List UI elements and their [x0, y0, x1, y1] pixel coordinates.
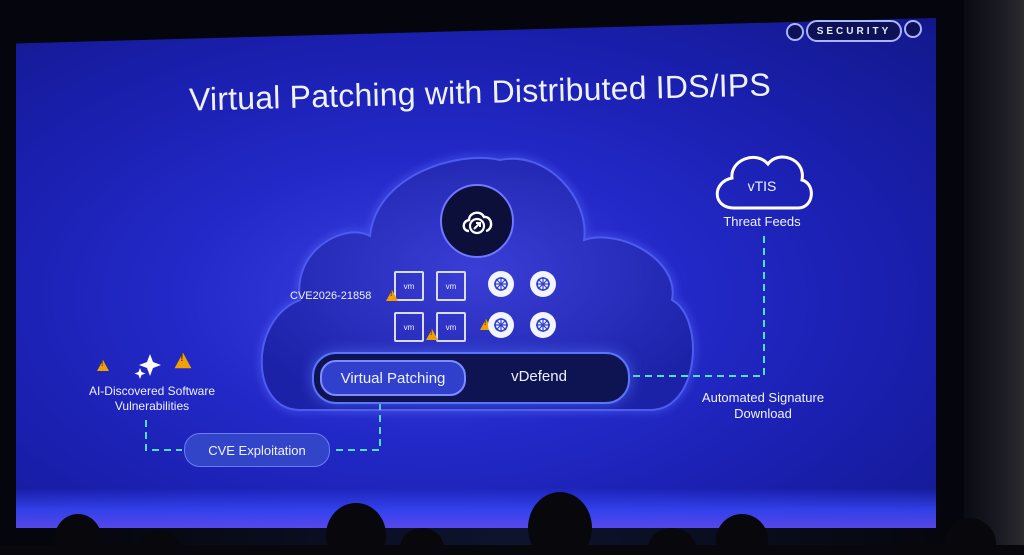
automated-line1: Automated Signature — [701, 390, 825, 405]
vtis-label: vTIS — [747, 178, 777, 194]
kubernetes-glyph — [494, 318, 508, 332]
security-badge: SECURITY — [806, 20, 902, 42]
ai-discovered-line1: AI-Discovered Software — [88, 384, 216, 398]
screen-bottom-glow — [16, 488, 936, 528]
kubernetes-icon — [530, 271, 556, 297]
vm-icon: vm — [394, 271, 424, 301]
vm-icon: vm — [436, 312, 466, 342]
warning-icon — [426, 329, 438, 340]
cve-id-label: CVE2026-21858 — [290, 290, 372, 302]
vdefend-label: vDefend — [511, 368, 567, 385]
ai-discovered-label: AI-Discovered Software Vulnerabilities — [82, 384, 222, 414]
automated-line2: Download — [734, 406, 792, 421]
kubernetes-glyph — [536, 277, 550, 291]
kubernetes-icon — [488, 271, 514, 297]
kubernetes-glyph — [494, 277, 508, 291]
warning-icon — [97, 360, 109, 371]
ai-discovered-line2: Vulnerabilities — [114, 399, 190, 413]
right-wall — [964, 0, 1024, 555]
kubernetes-icon — [530, 312, 556, 338]
threat-feeds-label: Threat Feeds — [723, 214, 801, 229]
cve-exploitation-pill: CVE Exploitation — [184, 433, 330, 467]
badge-dot-left — [786, 23, 804, 41]
badge-dot-right — [904, 20, 922, 38]
automated-signature-label: Automated Signature Download — [690, 390, 836, 422]
cloud-sync-glyph — [462, 211, 493, 235]
vm-icon: vm — [436, 271, 466, 301]
cloud-sync-icon — [440, 184, 514, 258]
kubernetes-icon — [488, 312, 514, 338]
warning-icon — [480, 319, 492, 330]
kubernetes-glyph — [536, 318, 550, 332]
warning-icon — [386, 290, 398, 301]
virtual-patching-pill: Virtual Patching — [320, 360, 466, 396]
vm-icon: vm — [394, 312, 424, 342]
warning-icon — [174, 352, 192, 369]
